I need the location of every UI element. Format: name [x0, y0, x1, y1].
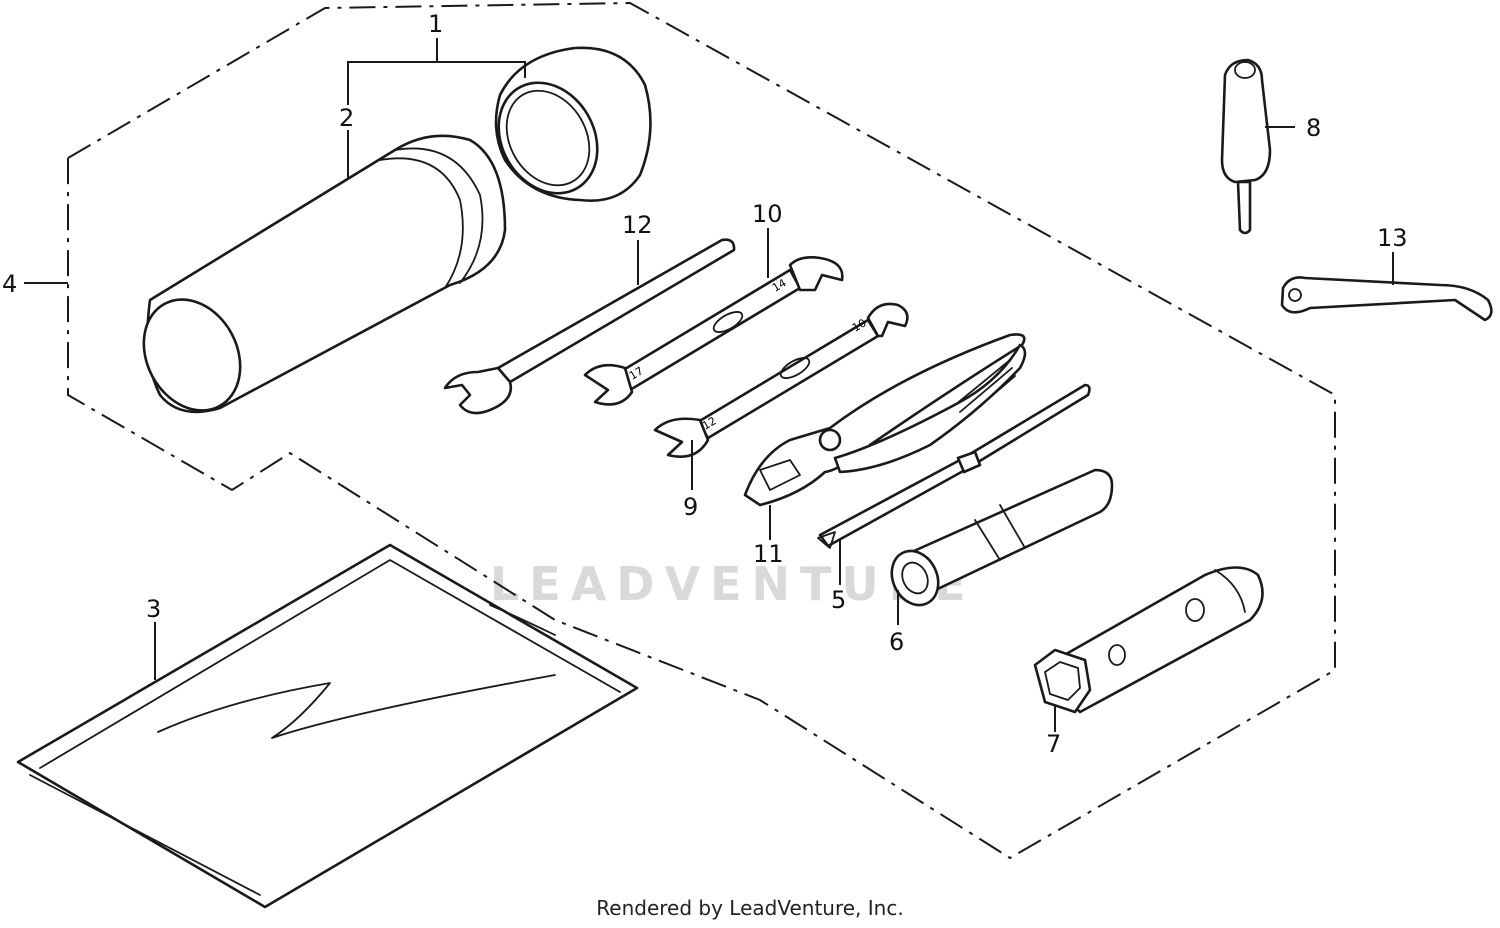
wrench-12: [443, 238, 736, 415]
watermark-text: LEADVENTURE: [490, 557, 976, 611]
callout-13: 13: [1377, 224, 1408, 252]
owners-manual-bag: [16, 543, 639, 909]
callout-1: 1: [428, 10, 443, 38]
callout-2: 2: [339, 104, 354, 132]
wrench-9: 12 10: [653, 302, 909, 458]
screwdriver-5: [817, 383, 1091, 549]
plug-wrench-7: [1033, 566, 1264, 714]
leader-lines: [24, 38, 1394, 732]
tool-case-tube: [142, 134, 507, 414]
callout-5: 5: [831, 586, 846, 614]
callout-6: 6: [889, 628, 904, 656]
bent-bar-13: [1280, 276, 1493, 322]
screwdriver-grip-8: [1220, 58, 1272, 235]
svg-text:14: 14: [770, 276, 789, 294]
svg-text:17: 17: [627, 364, 646, 382]
svg-text:12: 12: [700, 414, 719, 432]
credit-line: Rendered by LeadVenture, Inc.: [596, 896, 904, 920]
pliers-11: [743, 333, 1027, 507]
callout-8: 8: [1306, 114, 1321, 142]
tool-case-cap: [494, 46, 652, 202]
socket-6: [890, 468, 1114, 607]
svg-text:10: 10: [850, 316, 869, 334]
wrench-10: 17 14: [583, 256, 844, 406]
callout-7: 7: [1046, 730, 1061, 758]
callout-3: 3: [146, 595, 161, 623]
callout-12: 12: [622, 211, 653, 239]
callout-10: 10: [752, 200, 783, 228]
callout-9: 9: [683, 493, 698, 521]
callout-11: 11: [753, 540, 784, 568]
callout-4: 4: [2, 270, 17, 298]
